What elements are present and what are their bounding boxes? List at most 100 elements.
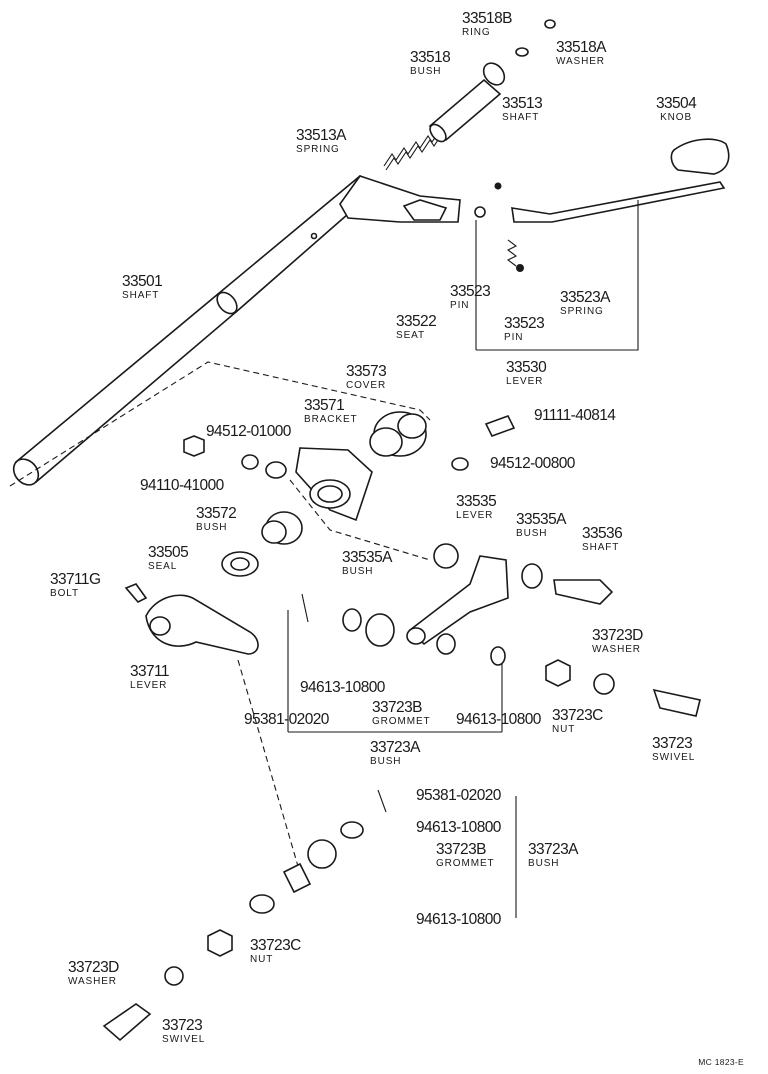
part-number: 33723A bbox=[528, 841, 578, 858]
dashed-assembly-outline bbox=[9, 361, 431, 487]
callout-94613-10800-b: 94613-10800 bbox=[456, 712, 541, 728]
part-number: 33723C bbox=[552, 707, 603, 724]
part-number: 33723D bbox=[68, 959, 119, 976]
part-number: 33535 bbox=[456, 493, 497, 510]
part-name: LEVER bbox=[456, 509, 494, 521]
callout-33535a-right: 33535A BUSH bbox=[516, 512, 566, 539]
part-name: WASHER bbox=[68, 975, 117, 987]
callout-33505: 33505 SEAL bbox=[148, 544, 189, 572]
part-number: 33530 bbox=[506, 359, 547, 376]
callout-33723b-b: 33723B GROMMET bbox=[436, 842, 495, 869]
spring-33513a-drawing bbox=[383, 129, 443, 171]
part-number: 33723C bbox=[250, 937, 301, 954]
part-name: BUSH bbox=[516, 527, 548, 539]
callout-33723a-b: 33723A BUSH bbox=[528, 842, 578, 869]
part-name: LEVER bbox=[130, 679, 168, 691]
callout-33535a-left: 33535A BUSH bbox=[342, 550, 392, 577]
bracket-hardware-drawing bbox=[183, 415, 516, 471]
part-name: SEAL bbox=[148, 560, 178, 572]
callout-33523-upper: 33523 PIN bbox=[450, 283, 491, 311]
callout-33513: 33513 SHAFT bbox=[502, 96, 543, 123]
part-number: 33572 bbox=[196, 505, 237, 522]
callout-33518b: 33518B RING bbox=[462, 11, 512, 38]
part-name: COVER bbox=[346, 379, 387, 391]
part-number: 33723 bbox=[652, 735, 693, 752]
part-name: WASHER bbox=[592, 643, 641, 655]
callout-94613-10800-a: 94613-10800 bbox=[300, 680, 385, 696]
callout-33572: 33572 BUSH bbox=[196, 505, 237, 533]
dashed-lever-outline bbox=[289, 479, 431, 561]
upper-shaft-drawing bbox=[428, 19, 556, 143]
part-number: 33504 bbox=[656, 95, 697, 112]
part-name: NUT bbox=[250, 953, 274, 965]
part-number: 33523 bbox=[450, 283, 491, 300]
callout-33723d-bottom: 33723D WASHER bbox=[68, 960, 119, 987]
callout-33523-lower: 33523 PIN bbox=[504, 316, 545, 343]
part-number: 91111-40814 bbox=[534, 407, 616, 424]
part-name: NUT bbox=[552, 723, 576, 735]
part-number: 33501 bbox=[122, 273, 163, 290]
callout-94613-10800-d: 94613-10800 bbox=[416, 912, 501, 928]
callout-33573: 33573 COVER bbox=[346, 363, 387, 391]
callout-94110-41000: 94110-41000 bbox=[140, 478, 224, 494]
callout-33711g: 33711G BOLT bbox=[50, 571, 101, 599]
part-number: 33723D bbox=[592, 627, 643, 644]
part-name: WASHER bbox=[556, 55, 605, 67]
part-number: 33571 bbox=[304, 397, 345, 414]
callout-33518a: 33518A WASHER bbox=[556, 40, 606, 67]
callout-33536: 33536 SHAFT bbox=[582, 526, 623, 553]
part-number: 94613-10800 bbox=[456, 711, 541, 728]
callout-33723b-a: 33723B GROMMET bbox=[372, 700, 431, 727]
part-name: LEVER bbox=[506, 375, 544, 387]
seat-drawing bbox=[402, 199, 448, 221]
callout-33518: 33518 BUSH bbox=[410, 49, 451, 77]
part-name: SEAT bbox=[396, 329, 425, 341]
part-number: 33518B bbox=[462, 10, 512, 27]
part-name: BUSH bbox=[342, 565, 374, 577]
callout-33513a: 33513A SPRING bbox=[296, 128, 346, 155]
part-name: SHAFT bbox=[502, 111, 540, 123]
part-number: 33535A bbox=[342, 549, 392, 566]
callout-94512-01000: 94512-01000 bbox=[206, 424, 291, 440]
part-number: 33523A bbox=[560, 289, 610, 306]
callout-33723a-a: 33723A BUSH bbox=[370, 740, 420, 767]
lever-33535-drawing bbox=[406, 543, 614, 646]
part-name: SHAFT bbox=[122, 289, 160, 301]
part-name: RING bbox=[462, 26, 491, 38]
part-name: GROMMET bbox=[436, 857, 495, 869]
part-number: 94613-10800 bbox=[300, 679, 385, 696]
knob-drawing bbox=[670, 138, 730, 175]
bush-seal-drawing bbox=[221, 511, 303, 577]
part-name: BUSH bbox=[528, 857, 560, 869]
part-number: 95381-02020 bbox=[416, 787, 501, 804]
lever-rod-drawing bbox=[474, 181, 726, 272]
part-name: BUSH bbox=[410, 65, 442, 77]
callout-33723-right: 33723 SWIVEL bbox=[652, 736, 695, 763]
part-name: PIN bbox=[504, 331, 524, 343]
part-name: PIN bbox=[450, 299, 470, 311]
lower-linkage-hardware-drawing bbox=[102, 789, 387, 1042]
part-name: BOLT bbox=[50, 587, 79, 599]
callout-94512-00800: 94512-00800 bbox=[490, 456, 575, 472]
callout-33523a: 33523A SPRING bbox=[560, 290, 610, 317]
bracket-drawing bbox=[265, 447, 373, 522]
part-number: 33723B bbox=[372, 699, 422, 716]
part-name: GROMMET bbox=[372, 715, 431, 727]
part-number: 33723B bbox=[436, 841, 486, 858]
part-number: 33723A bbox=[370, 739, 420, 756]
part-number: 33518 bbox=[410, 49, 451, 66]
drawing-code: MC 1823-E bbox=[698, 1057, 744, 1067]
part-name: BUSH bbox=[196, 521, 228, 533]
part-number: 33573 bbox=[346, 363, 387, 380]
part-number: 33723 bbox=[162, 1017, 203, 1034]
callout-33571: 33571 BRACKET bbox=[304, 398, 358, 425]
part-number: 33711G bbox=[50, 571, 101, 588]
part-number: 33505 bbox=[148, 544, 189, 561]
callout-33530: 33530 LEVER bbox=[506, 359, 547, 387]
callout-33723-bottom: 33723 SWIVEL bbox=[162, 1018, 205, 1045]
part-number: 94512-00800 bbox=[490, 455, 575, 472]
callout-33501: 33501 SHAFT bbox=[122, 273, 163, 301]
callout-33522: 33522 SEAT bbox=[396, 314, 437, 341]
